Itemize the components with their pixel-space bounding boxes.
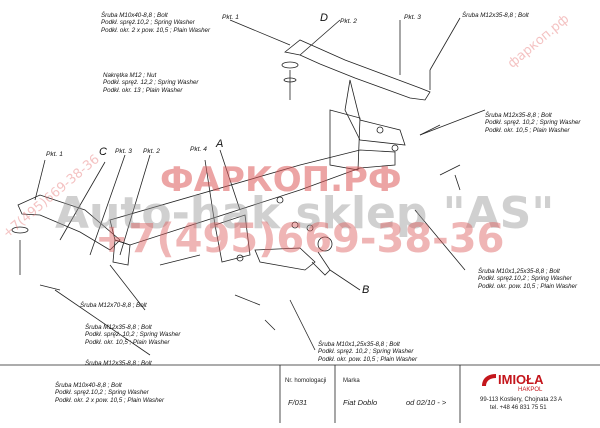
point-pkt1-left: Pkt. 1 xyxy=(46,151,63,158)
company-logo-icon xyxy=(482,374,496,386)
point-pkt3-left: Pkt. 3 xyxy=(115,148,132,155)
brand-label: Marka xyxy=(343,378,360,384)
right-side-plate xyxy=(344,79,406,146)
approval-label: Nr. homologacji xyxy=(285,378,327,384)
point-c: C xyxy=(99,146,107,158)
label-left-bolt: Śruba M12x35-8,8 ; Bolt Podkł. spręż. 10… xyxy=(85,324,181,346)
label-bottom-left-bolt: Śruba M10x40-8,8 ; Bolt Podkł. spręż.10,… xyxy=(55,382,165,404)
company-address: 99-113 Kostiery, Chojnata 23 A xyxy=(480,397,563,403)
brand-value: Fiat Doblo xyxy=(343,398,378,407)
label-top-right-bolt: Śruba M12x35-8,8 ; Bolt xyxy=(462,12,529,19)
tow-ball xyxy=(317,236,333,252)
label-right-low-bolt: Śruba M10x1,25x35-8,8 ; Bolt Podkł. sprę… xyxy=(478,268,578,290)
label-bottom-bolt: Śruba M10x1,25x35-8,8 ; Bolt Podkł. sprę… xyxy=(318,341,418,363)
tow-ball-neck xyxy=(254,247,316,271)
label-bolt-m12x70: Śruba M12x70-8,8 ; Bolt xyxy=(80,302,147,309)
left-end-plate xyxy=(112,239,131,266)
label-nut: Nakrętka M12 ; Nut Podkł. spręż. 12,2 ; … xyxy=(103,72,199,94)
center-mount-plate xyxy=(214,214,251,263)
right-bracket xyxy=(329,109,361,171)
label-left-bolt-2: Śruba M12x35-8,8 ; Bolt xyxy=(85,360,152,367)
company-name: IMIOŁA xyxy=(498,372,544,387)
company-phone: tel. +48 46 831 75 51 xyxy=(490,405,547,411)
approval-value: F/031 xyxy=(288,398,308,407)
point-pkt4: Pkt. 4 xyxy=(190,146,207,153)
point-pkt3-top: Pkt. 3 xyxy=(404,14,421,21)
label-right-bolt: Śruba M12x35-8,8 ; Bolt Podkł. spręż. 10… xyxy=(485,112,581,134)
point-pkt2-top: Pkt. 2 xyxy=(340,18,357,25)
main-crossbar xyxy=(109,149,396,246)
date-value: od 02/10 - > xyxy=(406,398,447,407)
point-b: B xyxy=(362,284,370,296)
left-rail xyxy=(17,194,121,251)
label-top-bolt: Śruba M10x40-8,8 ; Bolt Podkł. spręż.10,… xyxy=(101,12,211,34)
top-right-rail xyxy=(284,39,431,101)
tow-ball-stem xyxy=(311,251,331,276)
company-sub: HAKPOL xyxy=(518,387,543,393)
point-d: D xyxy=(320,12,328,24)
point-pkt1-top: Pkt. 1 xyxy=(222,14,239,21)
point-a: A xyxy=(216,138,224,150)
point-pkt2-left: Pkt. 2 xyxy=(143,148,160,155)
